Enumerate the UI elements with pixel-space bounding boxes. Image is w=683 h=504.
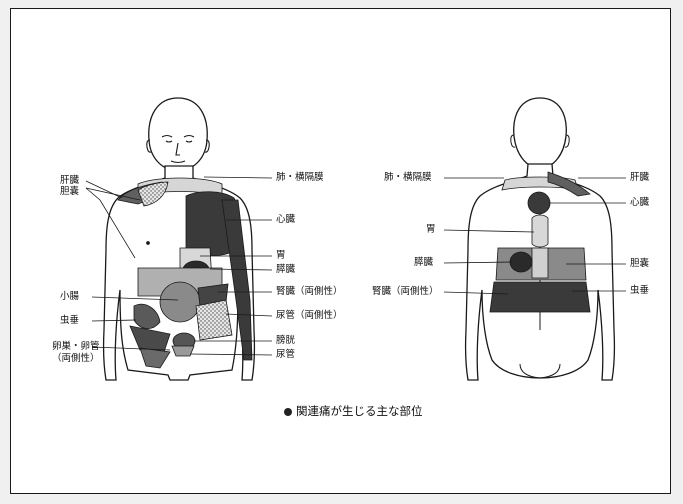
back-label-liver: 肝臓 <box>630 172 649 183</box>
front-label-lung-diaphragm: 肺・横隔膜 <box>276 172 324 183</box>
front-label-ureter: 尿管（両側性） <box>276 310 343 321</box>
back-zone-heart <box>528 192 550 214</box>
back-zone-pancreas <box>510 252 532 272</box>
front-label-heart: 心臓 <box>276 214 295 225</box>
front-label-ovary: 卵巣・卵管 <box>52 341 100 352</box>
front-label-bladder: 膀胱 <box>276 335 295 346</box>
caption: 関連痛が生じる主な部位 <box>284 403 423 419</box>
front-zone-small-intestine-center <box>160 282 200 322</box>
front-head <box>149 98 207 171</box>
back-head <box>514 98 567 168</box>
front-label-gallbladder: 胆嚢 <box>60 186 79 197</box>
front-label-pancreas: 膵臓 <box>276 264 295 275</box>
front-label-small-intestine: 小腸 <box>60 291 79 302</box>
front-label-kidney: 腎臓（両側性） <box>276 286 343 297</box>
back-zone-stomach <box>532 215 548 247</box>
back-zone-kidney-appendix <box>490 282 590 312</box>
front-label-appendix: 虫垂 <box>60 315 79 326</box>
front-label-urethra: 尿管 <box>276 349 295 360</box>
back-label-kidney: 腎臓（両側性） <box>372 286 439 297</box>
back-label-appendix: 虫垂 <box>630 285 649 296</box>
front-label-ovary-bilateral: （両側性） <box>52 353 100 364</box>
bullet-icon <box>284 408 292 416</box>
front-label-liver: 肝臓 <box>60 175 79 186</box>
front-label-stomach: 胃 <box>276 250 286 261</box>
back-label-lung-diaphragm: 肺・横隔膜 <box>384 172 432 183</box>
back-zone-pancreas-light <box>532 248 548 278</box>
back-label-heart: 心臓 <box>630 197 649 208</box>
caption-text: 関連痛が生じる主な部位 <box>296 404 423 418</box>
back-label-stomach: 胃 <box>426 224 436 235</box>
front-zone-urethra <box>172 346 194 356</box>
back-label-pancreas: 膵臓 <box>414 257 433 268</box>
back-label-gallbladder: 胆嚢 <box>630 258 649 269</box>
front-zone-ureter <box>196 300 232 340</box>
